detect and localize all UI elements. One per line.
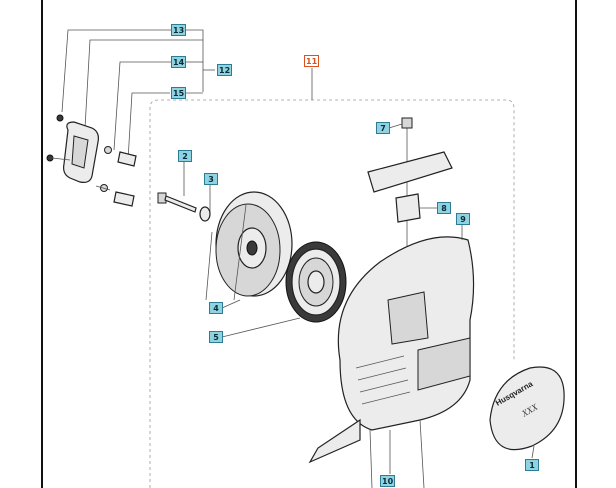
callout-14[interactable]: 14 (171, 56, 187, 68)
callout-1[interactable]: 1 (525, 459, 539, 471)
leader-15 (127, 92, 170, 161)
leader-12 (84, 39, 203, 129)
decal-sticker (489, 366, 565, 459)
callout-9[interactable]: 9 (456, 213, 470, 225)
callout-10[interactable]: 10 (380, 475, 396, 487)
starter-housing (308, 236, 475, 488)
bolt-and-washer (157, 160, 211, 222)
callout-3[interactable]: 3 (204, 173, 218, 185)
cover-plate-group (46, 114, 137, 207)
frame-left-border (41, 0, 43, 488)
leader-13b (187, 29, 204, 92)
starter-handle (367, 117, 453, 250)
callout-2[interactable]: 2 (178, 150, 192, 162)
callout-5[interactable]: 5 (209, 331, 223, 343)
leader-14 (113, 61, 187, 151)
callout-15[interactable]: 15 (171, 87, 187, 99)
recoil-spring (285, 241, 347, 323)
callout-11-assembly[interactable]: 11 (304, 55, 320, 67)
leader-4 (221, 299, 241, 309)
leader-13 (61, 29, 187, 113)
callout-13[interactable]: 13 (171, 24, 187, 36)
callout-8[interactable]: 8 (437, 202, 451, 214)
callout-7[interactable]: 7 (376, 122, 390, 134)
callout-12[interactable]: 12 (217, 64, 233, 76)
leader-7 (388, 123, 403, 129)
leader-5 (221, 317, 301, 338)
callout-4[interactable]: 4 (209, 302, 223, 314)
frame-right-border (575, 0, 577, 488)
starter-pulley (205, 191, 293, 301)
assembly-boundary (149, 99, 515, 488)
